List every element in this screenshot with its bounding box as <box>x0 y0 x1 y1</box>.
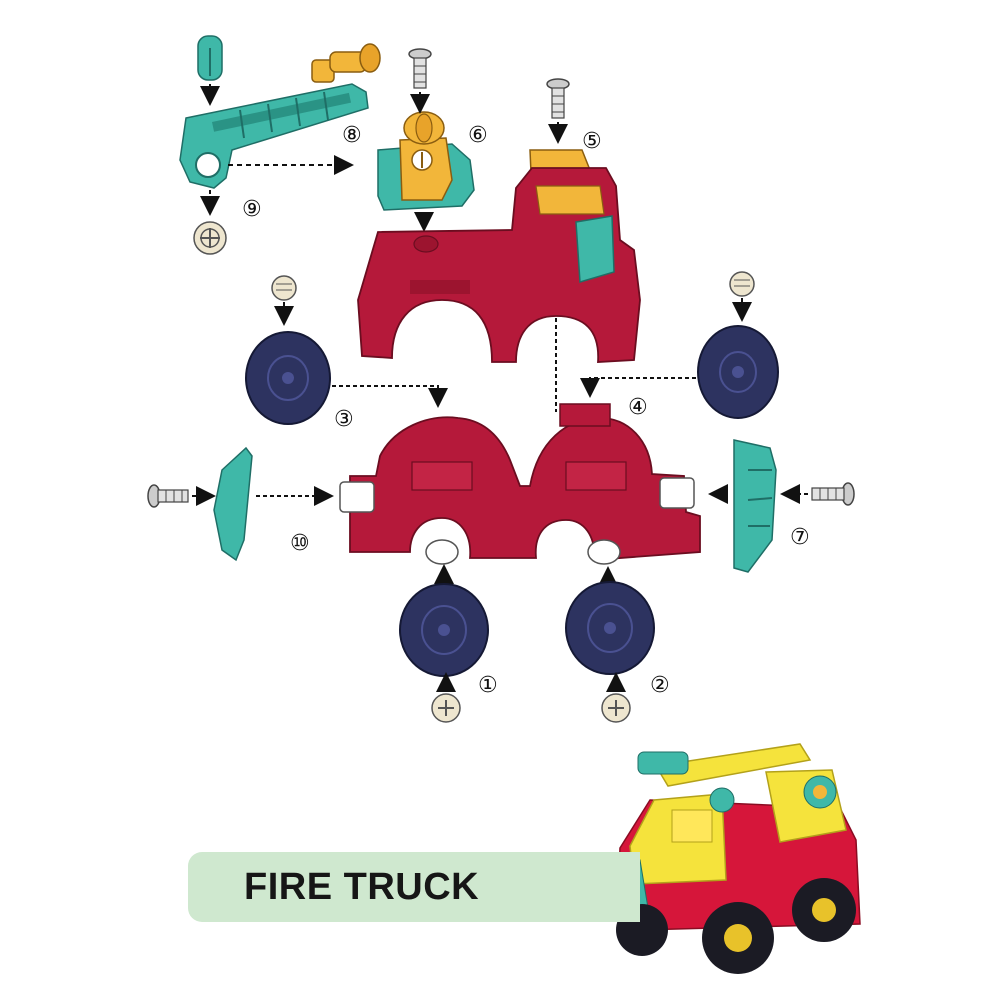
pin-part <box>197 35 223 81</box>
wheel-2 <box>565 581 655 675</box>
arrow-wheel-3 <box>332 385 448 408</box>
nut-9 <box>193 221 227 255</box>
nozzle-cannon <box>311 43 381 83</box>
nut-3 <box>271 275 297 301</box>
step-label-6: ⑥ <box>468 123 488 148</box>
product-title: FIRE TRUCK <box>244 866 480 908</box>
screw-6 <box>408 48 432 89</box>
title-banner <box>188 852 640 922</box>
chassis <box>339 403 701 565</box>
screw-5 <box>546 78 570 119</box>
turret-base <box>377 137 475 211</box>
assembled-truck-illustration <box>611 743 861 974</box>
ladder-arm <box>179 83 369 189</box>
nut-2 <box>601 693 631 723</box>
front-grill <box>213 446 253 562</box>
upper-body <box>357 167 641 363</box>
turret-rings <box>403 111 445 145</box>
step-label-7: ⑦ <box>790 525 810 550</box>
rear-bumper <box>733 439 777 573</box>
step-label-8: ⑧ <box>342 123 362 148</box>
step-label-3: ③ <box>334 407 354 432</box>
step-label-1: ① <box>478 673 498 698</box>
nut-4 <box>729 271 755 297</box>
nut-1 <box>431 693 461 723</box>
arrow-wheel-4 <box>580 377 696 398</box>
step-label-5: ⑤ <box>582 129 602 154</box>
wheel-3 <box>245 331 331 425</box>
screw-7 <box>811 482 855 506</box>
wheel-4 <box>697 325 779 419</box>
step-label-9: ⑨ <box>242 197 262 222</box>
step-label-2: ② <box>650 673 670 698</box>
wheel-1 <box>399 583 489 677</box>
screw-10 <box>147 484 189 508</box>
step-label-4: ④ <box>628 395 648 420</box>
step-label-10: ⑩ <box>290 531 310 556</box>
